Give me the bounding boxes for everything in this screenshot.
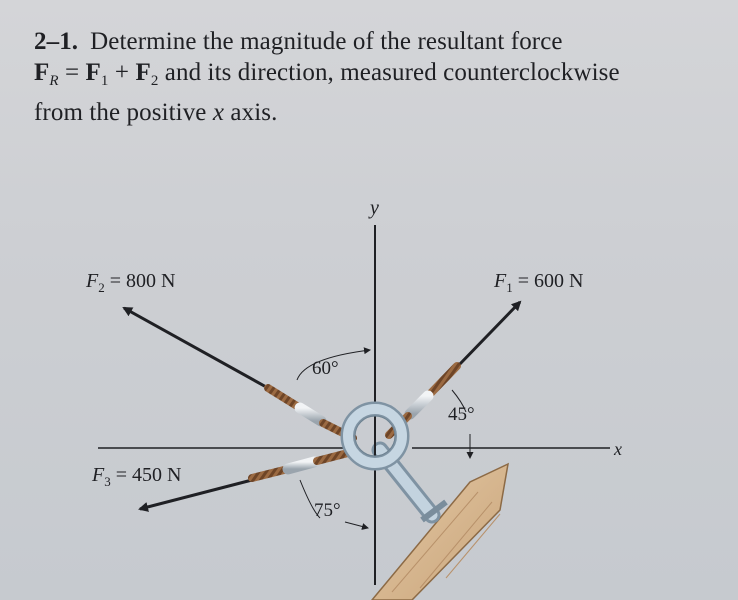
f3-sleeve: [282, 456, 320, 475]
plus-sign: +: [108, 59, 136, 86]
force-diagram: y x F2 = 800 N F1 = 600 N F3 = 450 N 60°…: [85, 197, 622, 600]
eye-bolt-ring: [340, 401, 410, 471]
f2-label: F2 = 800 N: [85, 270, 175, 295]
angle-75-label: 75°: [314, 500, 341, 521]
resultant-symbol: F: [34, 59, 50, 86]
f1-rope-outer: [426, 362, 461, 398]
f1-subscript: 1: [100, 73, 109, 89]
wood-support: [371, 462, 509, 600]
angle-60-indicator: [296, 347, 371, 381]
f2-rope: [264, 384, 301, 410]
f2-sleeve: [294, 402, 327, 427]
problem-number: 2–1.: [34, 28, 79, 55]
x-axis-label: x: [613, 439, 622, 459]
f3-arrow: [138, 478, 253, 512]
angle-75-indicator: [299, 479, 369, 530]
f3-rope: [248, 466, 288, 482]
f3-force: [138, 449, 352, 512]
f1-sleeve: [404, 390, 434, 420]
resultant-subscript: R: [49, 73, 59, 89]
y-axis-label: y: [368, 197, 379, 219]
equals-sign: =: [58, 59, 86, 86]
problem-line-3: from the positive x axis.: [34, 97, 704, 128]
problem-line-2: FR = F1 + F2 and its direction, measured…: [34, 57, 704, 97]
f1-arrow: [456, 300, 522, 368]
f1-label: F1 = 600 N: [493, 270, 583, 295]
problem-text-line-3: from the positive: [34, 99, 213, 126]
problem-text-line-1: Determine the magnitude of the resultant…: [90, 28, 563, 55]
f2-subscript: 2: [150, 73, 159, 89]
angle-45-indicator: [451, 389, 474, 459]
f1-symbol: F: [85, 59, 101, 86]
f2-arrow: [122, 306, 269, 390]
f3-rope-inner: [313, 449, 352, 465]
x-variable: x: [212, 99, 225, 126]
problem-line-1: 2–1. Determine the magnitude of the resul…: [34, 26, 704, 57]
problem-text-line-3-end: axis.: [224, 99, 278, 126]
f3-label: F3 = 450 N: [91, 464, 181, 489]
angle-45-label: 45°: [448, 404, 475, 425]
f2-symbol: F: [135, 59, 151, 86]
problem-statement: 2–1. Determine the magnitude of the resul…: [34, 26, 704, 128]
angle-60-label: 60°: [312, 358, 339, 379]
problem-text-line-2: and its direction, measured counterclock…: [158, 59, 620, 86]
